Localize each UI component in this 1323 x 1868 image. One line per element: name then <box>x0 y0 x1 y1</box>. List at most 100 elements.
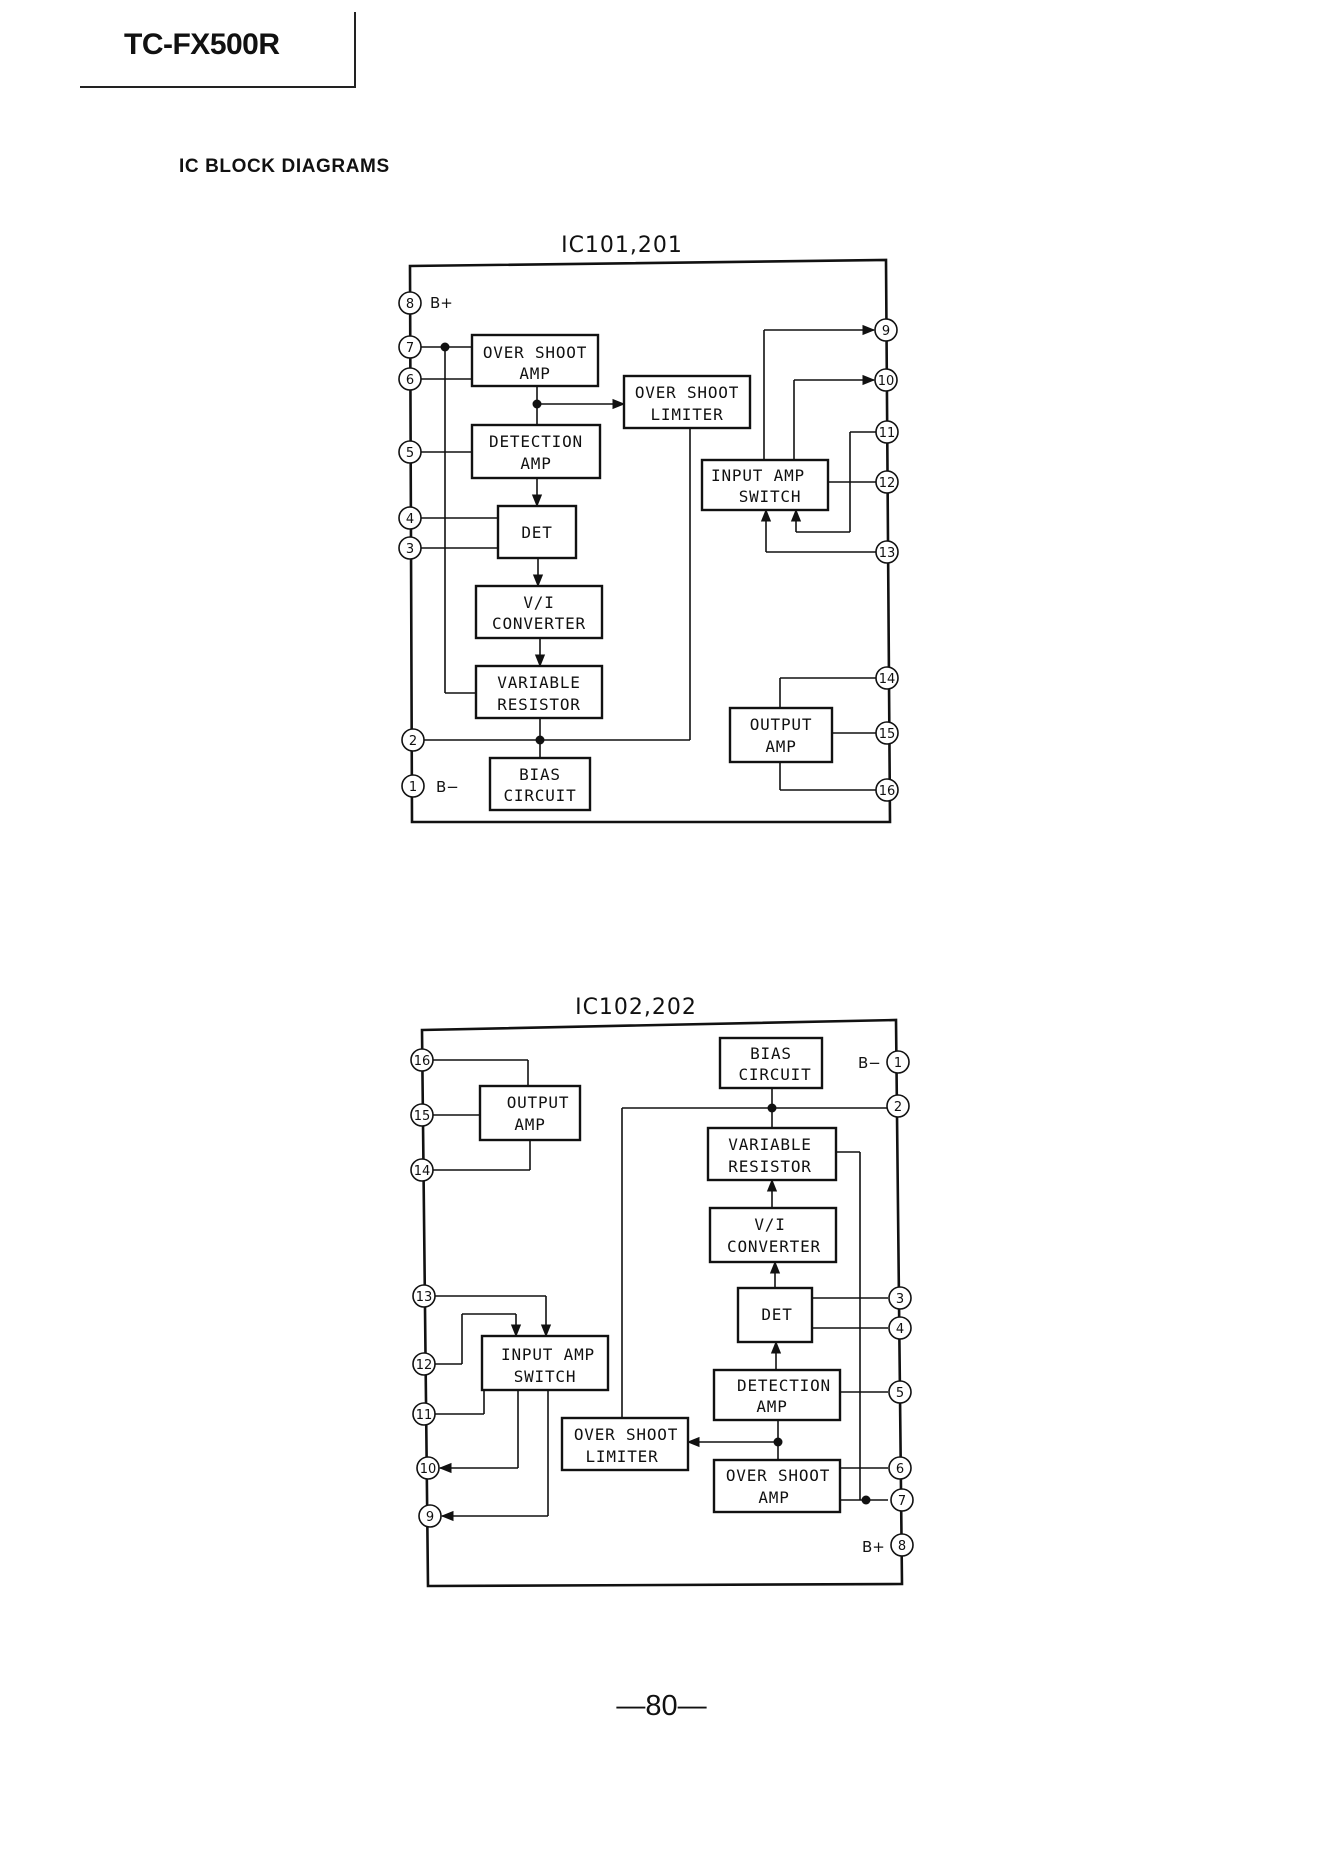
ic102-pin-12: 12 <box>412 1352 436 1376</box>
svg-text:1: 1 <box>409 780 417 795</box>
ic102-pin-3: 3 <box>888 1286 912 1310</box>
svg-text:10: 10 <box>878 374 895 389</box>
ic102-block-over-shoot-amp: OVER SHOOT AMP <box>712 1458 842 1514</box>
ic101-pin-7: 7 <box>398 335 422 359</box>
svg-text:DETECTION: DETECTION <box>489 432 583 451</box>
ic102-pin-8: 8 <box>890 1533 914 1557</box>
ic101-pin-6: 6 <box>398 367 422 391</box>
svg-text:8: 8 <box>406 297 414 312</box>
svg-text:V/I: V/I <box>754 1215 785 1234</box>
ic102-diagram: IC102,202 <box>410 995 914 1588</box>
header-rule-vertical <box>354 12 356 87</box>
ic101-pin-8: 8 <box>398 291 422 315</box>
svg-text:AMP: AMP <box>765 737 796 756</box>
ic101-bminus-label: B− <box>436 778 459 796</box>
ic102-pin-14: 14 <box>410 1158 434 1182</box>
svg-text:AMP: AMP <box>514 1115 545 1134</box>
ic102-pin-13: 13 <box>412 1284 436 1308</box>
svg-text:1: 1 <box>894 1056 902 1071</box>
svg-text:2: 2 <box>894 1100 902 1115</box>
ic101-block-det: DET <box>496 504 578 560</box>
ic102-package <box>420 1018 904 1588</box>
svg-text:OVER SHOOT: OVER SHOOT <box>574 1425 678 1444</box>
ic101-block-vi-converter: V/I CONVERTER <box>474 584 604 640</box>
svg-text:OUTPUT: OUTPUT <box>750 715 813 734</box>
svg-text:V/I: V/I <box>523 593 554 612</box>
ic101-pin-4: 4 <box>398 506 422 530</box>
svg-text:4: 4 <box>406 512 414 527</box>
svg-text:INPUT AMP: INPUT AMP <box>711 466 805 485</box>
ic102-block-bias-circuit: BIAS CIRCUIT <box>718 1036 824 1090</box>
ic102-pins: 16 15 14 13 12 11 10 9 1 2 3 4 5 6 7 8 <box>410 1048 914 1557</box>
svg-text:OUTPUT: OUTPUT <box>507 1093 570 1112</box>
svg-text:DET: DET <box>521 523 552 542</box>
svg-text:OVER SHOOT: OVER SHOOT <box>483 343 587 362</box>
ic101-block-detection-amp: DETECTION AMP <box>470 423 602 480</box>
ic102-bplus-label: B+ <box>862 1538 885 1556</box>
ic101-pin-2: 2 <box>401 728 425 752</box>
svg-text:15: 15 <box>414 1109 431 1124</box>
svg-text:CIRCUIT: CIRCUIT <box>503 786 576 805</box>
svg-text:14: 14 <box>879 672 896 687</box>
svg-text:CONVERTER: CONVERTER <box>492 614 586 633</box>
ic101-pin-5: 5 <box>398 440 422 464</box>
svg-text:VARIABLE: VARIABLE <box>728 1135 811 1154</box>
svg-text:BIAS: BIAS <box>750 1044 792 1063</box>
svg-text:11: 11 <box>879 426 896 441</box>
svg-text:AMP: AMP <box>758 1488 789 1507</box>
svg-text:11: 11 <box>416 1408 433 1423</box>
svg-text:VARIABLE: VARIABLE <box>497 673 580 692</box>
svg-text:13: 13 <box>416 1290 433 1305</box>
svg-text:OVER SHOOT: OVER SHOOT <box>726 1466 830 1485</box>
svg-text:DET: DET <box>761 1305 792 1324</box>
ic102-block-input-amp-switch: INPUT AMP SWITCH <box>480 1334 610 1392</box>
svg-text:6: 6 <box>406 373 414 388</box>
svg-text:DETECTION: DETECTION <box>737 1376 831 1395</box>
ic102-bminus-label: B− <box>858 1054 881 1072</box>
ic101-bplus-label: B+ <box>430 294 453 312</box>
ic101-block-over-shoot-amp: OVER SHOOT AMP <box>470 333 600 388</box>
ic102-pin-6: 6 <box>888 1456 912 1480</box>
ic102-block-over-shoot-limiter: OVER SHOOT LIMITER <box>560 1416 690 1472</box>
svg-text:OVER SHOOT: OVER SHOOT <box>635 383 739 402</box>
svg-text:15: 15 <box>879 727 896 742</box>
svg-text:5: 5 <box>896 1386 904 1401</box>
svg-text:3: 3 <box>406 542 414 557</box>
svg-text:AMP: AMP <box>756 1397 787 1416</box>
svg-text:LIMITER: LIMITER <box>650 405 723 424</box>
ic102-block-variable-resistor: VARIABLE RESISTOR <box>706 1126 838 1182</box>
ic101-pins: 8 7 6 5 4 3 2 1 9 10 11 12 13 14 15 16 <box>398 291 899 802</box>
ic101-block-bias-circuit: BIAS CIRCUIT <box>488 756 592 812</box>
svg-text:SWITCH: SWITCH <box>739 487 802 506</box>
ic102-block-detection-amp: DETECTION AMP <box>712 1368 842 1422</box>
ic101-pin-1: 1 <box>401 774 425 798</box>
svg-text:14: 14 <box>414 1164 431 1179</box>
ic102-pin-7: 7 <box>890 1488 914 1512</box>
ic102-pin-9: 9 <box>418 1504 442 1528</box>
ic102-pin-10: 10 <box>416 1456 440 1480</box>
header-rule <box>80 86 356 88</box>
svg-text:RESISTOR: RESISTOR <box>497 695 580 714</box>
ic101-block-output-amp: OUTPUT AMP <box>728 706 834 764</box>
ic101-pin-14: 14 <box>875 666 899 690</box>
ic102-pin-1: 1 <box>886 1050 910 1074</box>
svg-text:3: 3 <box>896 1292 904 1307</box>
ic101-pin-15: 15 <box>875 721 899 745</box>
ic102-pin-11: 11 <box>412 1402 436 1426</box>
svg-text:6: 6 <box>896 1462 904 1477</box>
ic101-pin-9: 9 <box>874 318 898 342</box>
svg-text:12: 12 <box>416 1358 433 1373</box>
svg-text:INPUT AMP: INPUT AMP <box>501 1345 595 1364</box>
svg-text:2: 2 <box>409 734 417 749</box>
ic102-pin-5: 5 <box>888 1380 912 1404</box>
svg-text:4: 4 <box>896 1322 904 1337</box>
model-title: TC-FX500R <box>124 28 280 61</box>
svg-text:16: 16 <box>414 1054 431 1069</box>
ic101-junctions <box>440 342 545 745</box>
ic101-pin-16: 16 <box>875 778 899 802</box>
svg-text:RESISTOR: RESISTOR <box>728 1157 811 1176</box>
svg-text:7: 7 <box>898 1494 906 1509</box>
page-number: —80— <box>616 1690 707 1722</box>
svg-text:CONVERTER: CONVERTER <box>727 1237 821 1256</box>
